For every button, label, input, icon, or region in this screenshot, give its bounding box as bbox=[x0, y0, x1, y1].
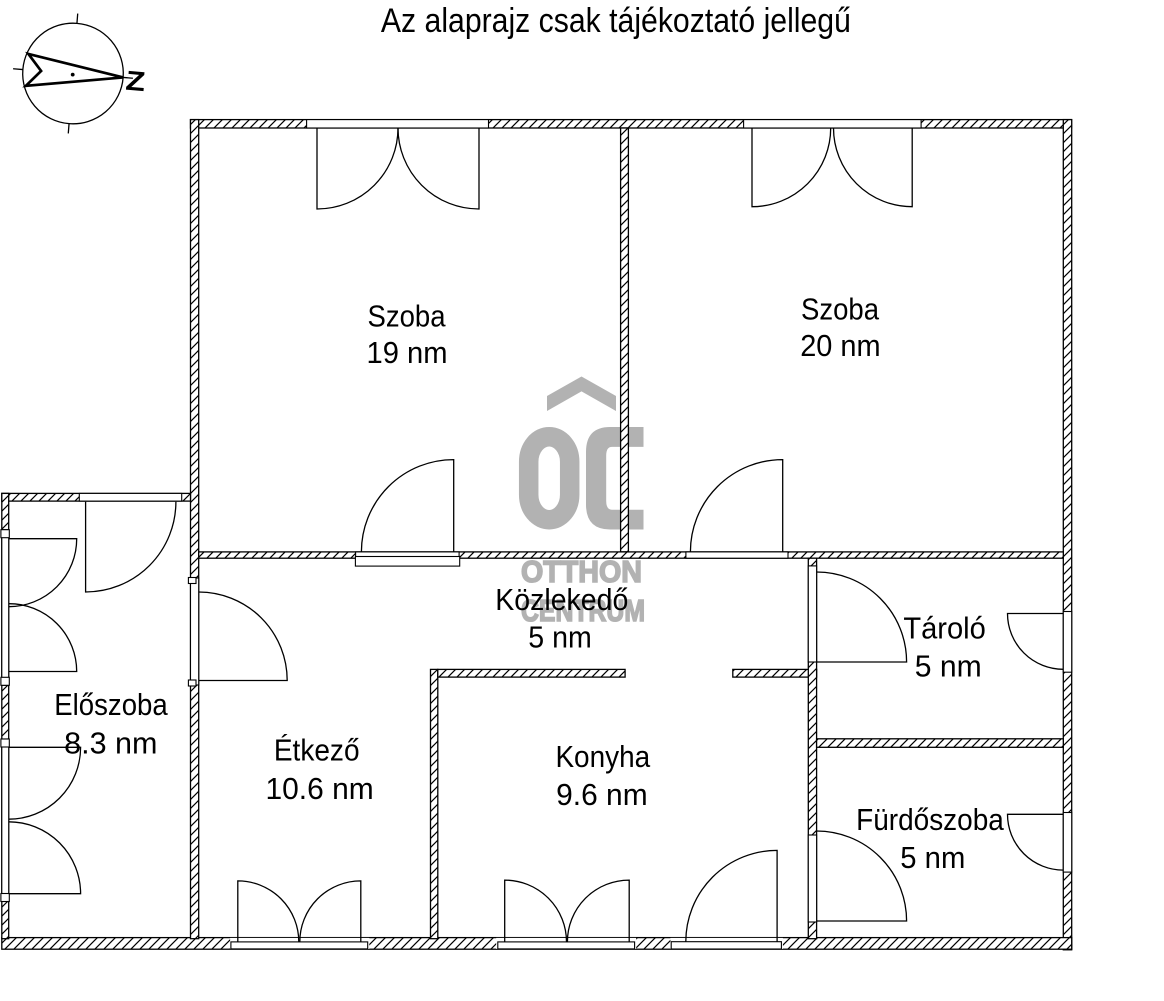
svg-text:5 nm: 5 nm bbox=[528, 619, 592, 654]
svg-text:10.6 nm: 10.6 nm bbox=[266, 771, 374, 806]
svg-text:Előszoba: Előszoba bbox=[54, 687, 168, 722]
svg-text:Konyha: Konyha bbox=[555, 739, 650, 774]
svg-text:OTTHON: OTTHON bbox=[521, 554, 642, 589]
svg-text:19 nm: 19 nm bbox=[367, 335, 448, 370]
svg-text:Z: Z bbox=[124, 65, 146, 98]
svg-text:Tároló: Tároló bbox=[903, 611, 986, 646]
svg-text:Szoba: Szoba bbox=[801, 291, 880, 326]
svg-text:CENTRUM: CENTRUM bbox=[521, 594, 645, 628]
svg-text:5 nm: 5 nm bbox=[915, 648, 982, 683]
svg-text:20 nm: 20 nm bbox=[800, 328, 880, 363]
svg-text:5 nm: 5 nm bbox=[900, 840, 965, 875]
svg-text:Szoba: Szoba bbox=[368, 298, 447, 333]
svg-text:Közlekedő: Közlekedő bbox=[495, 582, 628, 617]
svg-text:Fürdőszoba: Fürdőszoba bbox=[856, 802, 1004, 837]
svg-text:Étkező: Étkező bbox=[274, 732, 360, 767]
svg-text:9.6 nm: 9.6 nm bbox=[556, 777, 648, 812]
svg-text:8.3 nm: 8.3 nm bbox=[64, 726, 157, 761]
svg-text:Az alaprajz csak tájékoztató j: Az alaprajz csak tájékoztató jellegű bbox=[381, 2, 851, 40]
